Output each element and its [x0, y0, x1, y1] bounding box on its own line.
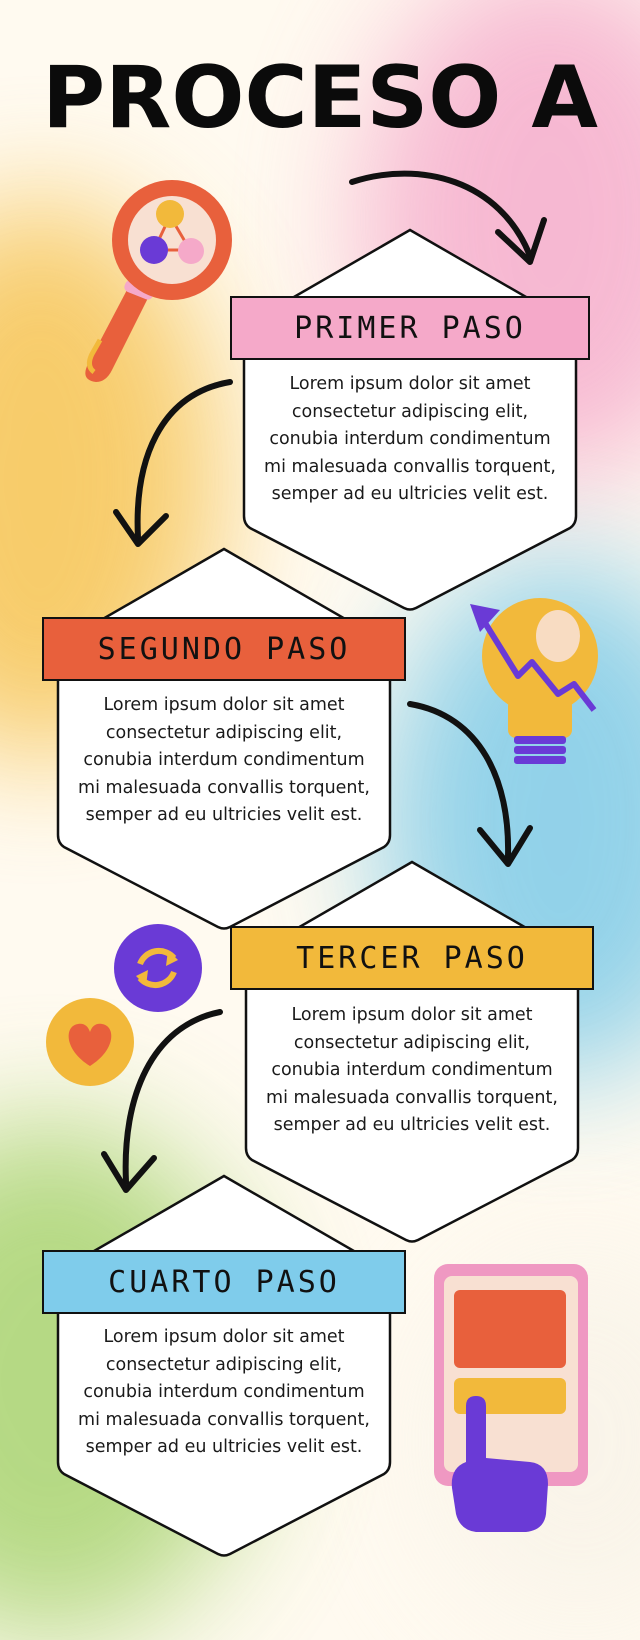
page-title: PROCESO A [42, 48, 598, 148]
step-1-label: PRIMER PASO [230, 296, 590, 360]
lightbulb-icon [470, 598, 598, 764]
repeat-icon [114, 924, 202, 1012]
step-4: CUARTO PASO Lorem ipsum dolor sit amet c… [42, 1172, 408, 1558]
step-2-label: SEGUNDO PASO [42, 617, 406, 681]
step-3-text: Lorem ipsum dolor sit amet consectetur a… [266, 1005, 558, 1135]
heart-icon [46, 998, 134, 1086]
magnifier-icon [85, 180, 232, 382]
arrow-step1-to-step2 [113, 379, 233, 547]
step-1-text: Lorem ipsum dolor sit amet consectetur a… [264, 374, 556, 504]
step-2-text: Lorem ipsum dolor sit amet consectetur a… [78, 695, 370, 825]
phone-tap-icon [434, 1264, 588, 1532]
step-4-label: CUARTO PASO [42, 1250, 406, 1314]
step-3-label: TERCER PASO [230, 926, 594, 990]
step-4-text: Lorem ipsum dolor sit amet consectetur a… [78, 1327, 370, 1457]
